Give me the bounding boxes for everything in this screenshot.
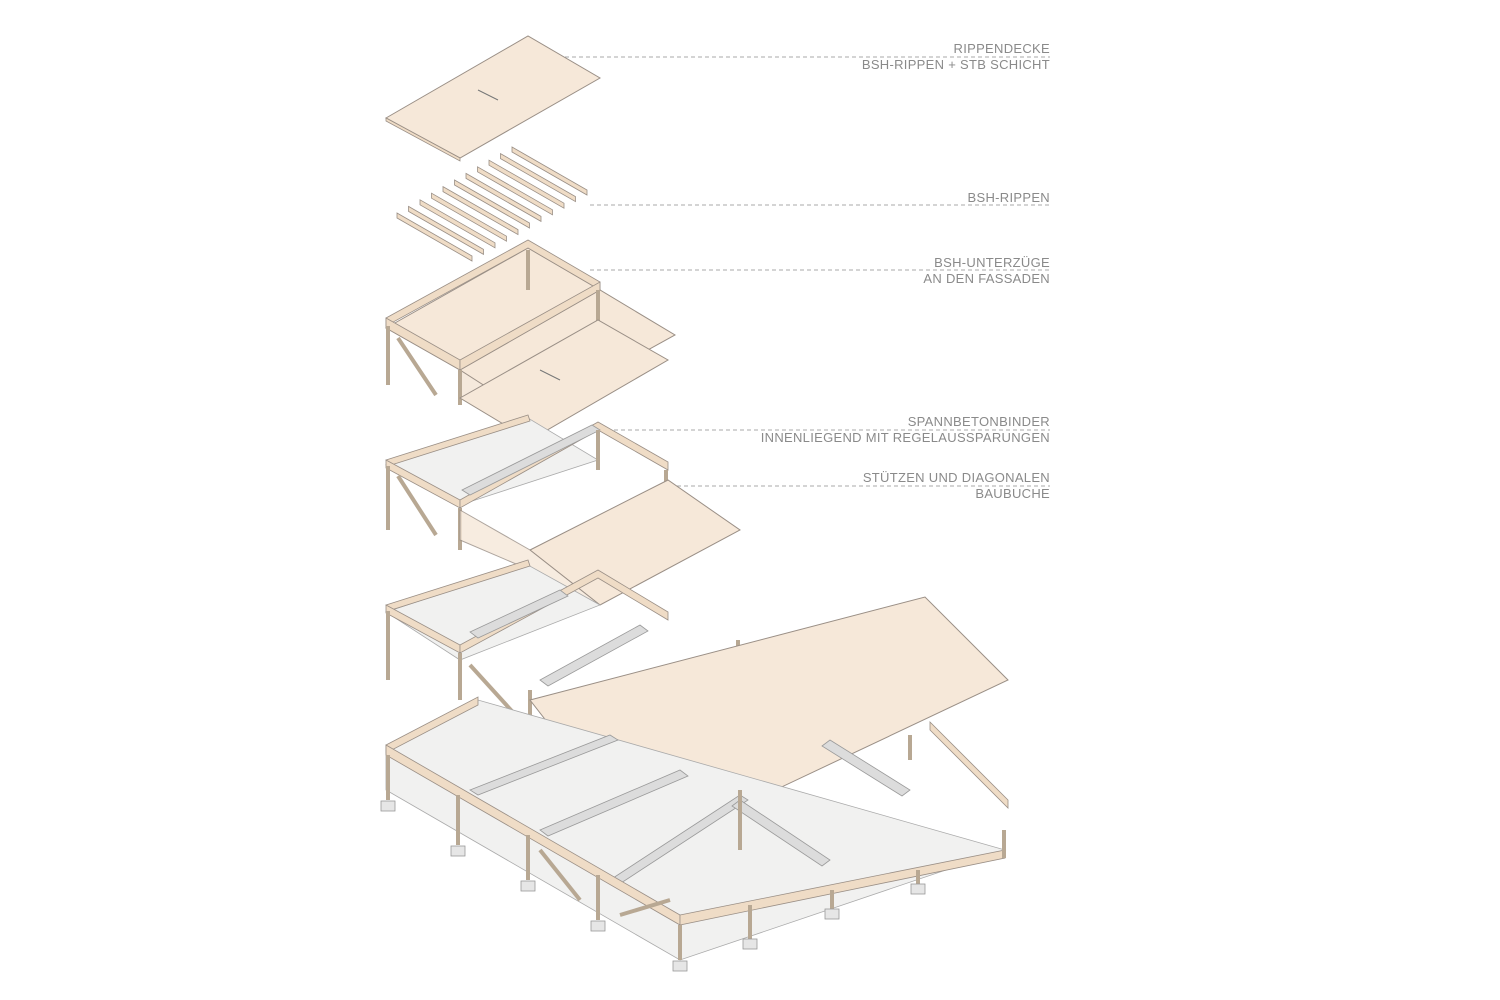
upper-floor-frame xyxy=(384,239,677,442)
label-line1: RIPPENDECKE xyxy=(953,41,1050,56)
label-line2: BAUBUCHE xyxy=(975,486,1050,501)
label-line2: INNENLIEGEND MIT REGELAUSSPARUNGEN xyxy=(760,430,1050,445)
rib xyxy=(477,166,553,216)
rib xyxy=(511,146,588,196)
foundation-block xyxy=(742,938,758,950)
rippendecke-slab xyxy=(384,35,601,162)
foundation-block xyxy=(910,883,926,895)
rib xyxy=(431,192,507,242)
label-stuetzen: STÜTZEN UND DIAGONALEN BAUBUCHE xyxy=(863,470,1050,502)
label-rippendecke: RIPPENDECKE BSH-RIPPEN + STB SCHICHT xyxy=(862,41,1050,73)
leader-lines xyxy=(565,56,1050,487)
foundation-block xyxy=(824,908,840,920)
rib xyxy=(500,152,576,203)
rib xyxy=(396,212,473,262)
rib xyxy=(442,185,519,236)
label-line1: BSH-UNTERZÜGE xyxy=(934,255,1050,270)
label-spannbetonbinder: SPANNBETONBINDER INNENLIEGEND MIT REGELA… xyxy=(761,414,1050,446)
level-2-frame xyxy=(384,414,741,606)
foundation-block xyxy=(450,845,466,857)
rib xyxy=(488,159,565,209)
label-bsh-rippen: BSH-RIPPEN xyxy=(968,190,1050,206)
label-line1: SPANNBETONBINDER xyxy=(907,414,1050,429)
rib xyxy=(454,179,530,229)
label-line2: AN DEN FASSADEN xyxy=(923,271,1050,286)
foundation-block xyxy=(380,800,396,812)
label-line2: BSH-RIPPEN + STB SCHICHT xyxy=(861,57,1050,72)
foundation-block xyxy=(520,880,536,892)
label-line1: BSH-RIPPEN xyxy=(967,190,1050,205)
bsh-ribs xyxy=(396,146,588,262)
foundation-block xyxy=(590,920,606,932)
rib xyxy=(408,205,484,256)
label-line1: STÜTZEN UND DIAGONALEN xyxy=(862,470,1050,485)
rib xyxy=(465,172,542,223)
label-bsh-unterzuege: BSH-UNTERZÜGE AN DEN FASSADEN xyxy=(923,255,1050,287)
ground-level-frame xyxy=(380,696,1009,972)
foundation-block xyxy=(672,960,688,972)
rib xyxy=(419,199,496,249)
